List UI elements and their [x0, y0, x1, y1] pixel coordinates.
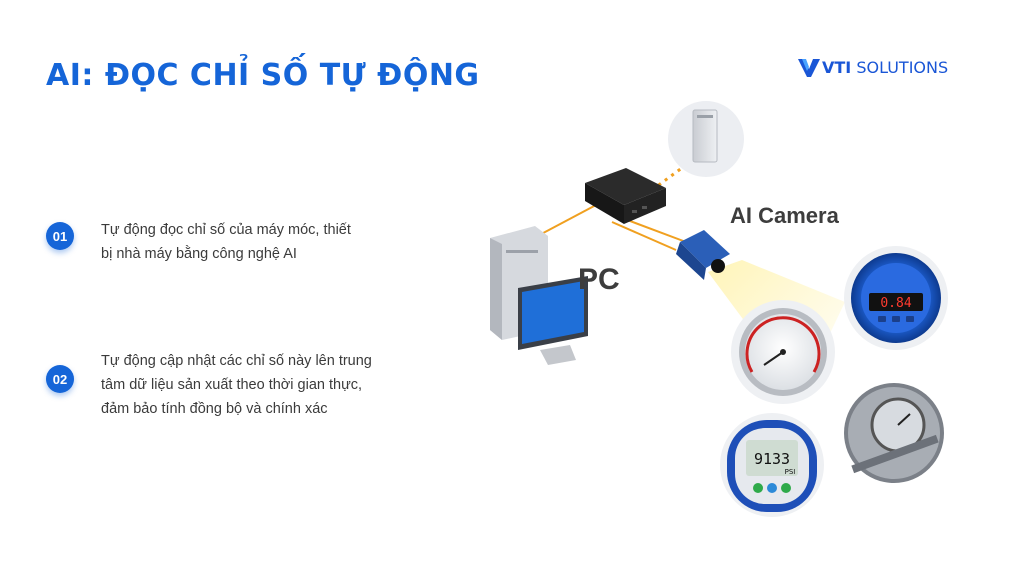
- network-switch-icon: [585, 168, 666, 224]
- feature-line: bị nhà máy bằng công nghệ AI: [101, 246, 297, 262]
- digital-meter-icon: 0.84: [844, 246, 948, 350]
- vti-logo: VTI SOLUTIONS: [798, 58, 948, 77]
- feature-number-badge: 01: [46, 222, 74, 250]
- feature-line: Tự động cập nhật các chỉ số này lên trun…: [101, 353, 372, 369]
- ai-camera-label: AI Camera: [730, 203, 840, 228]
- logo-brand: VTI: [822, 58, 852, 77]
- vti-logo-icon: [798, 58, 820, 77]
- feature-line: Tự động đọc chỉ số của máy móc, thiết: [101, 222, 351, 238]
- digital-meter-reading: 0.84: [880, 296, 911, 311]
- feature-text: Tự động đọc chỉ số của máy móc, thiết bị…: [101, 218, 351, 266]
- feature-line: tâm dữ liệu sản xuất theo thời gian thực…: [101, 377, 363, 393]
- pressure-gauge-icon: [731, 300, 835, 404]
- feature-item-2: 02 Tự động cập nhật các chỉ số này lên t…: [46, 349, 372, 421]
- feature-text: Tự động cập nhật các chỉ số này lên trun…: [101, 349, 372, 421]
- pc-label: PC: [578, 263, 620, 296]
- feature-number-badge: 02: [46, 365, 74, 393]
- feature-line: đảm bảo tính đồng bộ và chính xác: [101, 401, 328, 417]
- feature-item-1: 01 Tự động đọc chỉ số của máy móc, thiết…: [46, 218, 351, 266]
- industrial-gauge-icon: [844, 383, 944, 483]
- lcd-unit: PSI: [785, 468, 796, 476]
- server-icon: [668, 101, 744, 177]
- lcd-pressure-meter-icon: 9133 PSI: [720, 413, 824, 517]
- logo-suffix: SOLUTIONS: [851, 58, 949, 77]
- lcd-reading: 9133: [754, 450, 790, 468]
- page-title: AI: ĐỌC CHỈ SỐ TỰ ĐỘNG: [46, 58, 480, 93]
- pc-icon: [490, 226, 588, 365]
